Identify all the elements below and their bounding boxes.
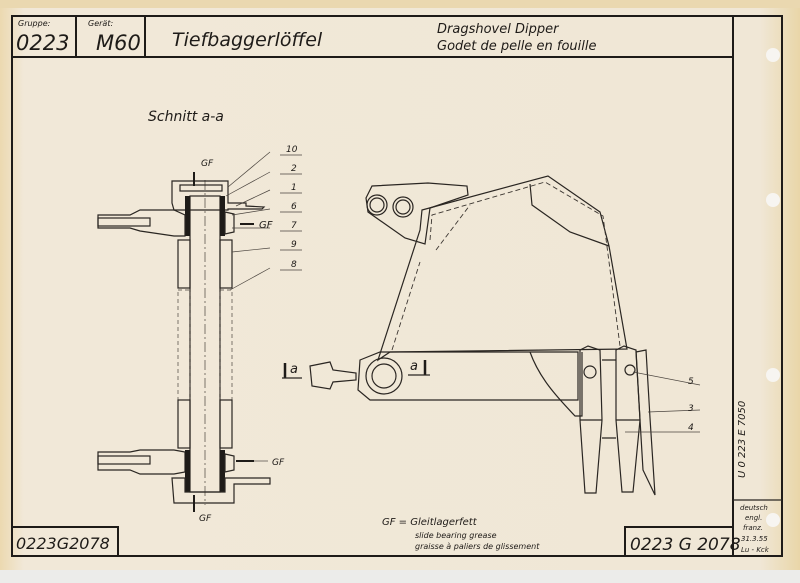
- title-english: Dragshovel Dipper: [437, 22, 560, 37]
- part-number-4: 4: [688, 423, 694, 433]
- section-mark-right: a: [408, 359, 430, 376]
- group-label: Gruppe:: [18, 19, 51, 28]
- legend-gf-german: GF = Gleitlagerfett: [382, 517, 478, 528]
- drawing-number-left: 0223G2078: [16, 534, 110, 553]
- device-label: Gerät:: [88, 19, 113, 28]
- part-number-6: 6: [291, 202, 297, 212]
- group-value: 0223: [16, 31, 69, 55]
- part-number-9: 9: [291, 240, 297, 250]
- section-mark-left: a: [282, 362, 302, 379]
- gf-label-bottom: GF: [199, 514, 212, 524]
- section-view-pin-assembly: [97, 151, 271, 512]
- legend-gf-english: slide bearing grease: [415, 531, 497, 540]
- language-deutsch: deutsch: [740, 504, 768, 512]
- side-reference-number: U 0 223 E 7050: [737, 401, 748, 478]
- section-title: Schnitt a-a: [148, 109, 224, 125]
- device-value: M60: [96, 31, 141, 55]
- drawing-number-right: 0223 G 2078: [630, 535, 741, 555]
- part-number-8: 8: [291, 260, 297, 270]
- drawing-frame: [11, 15, 783, 557]
- gf-label-top: GF: [201, 159, 214, 169]
- part-number-1: 1: [291, 183, 297, 193]
- date: 31.3.55: [741, 535, 768, 543]
- title-german: Tiefbaggerlöffel: [172, 29, 323, 51]
- language-french: franz.: [743, 524, 763, 532]
- signature: Lu - Kck: [741, 546, 770, 554]
- svg-text:a: a: [290, 362, 298, 377]
- part-number-3: 3: [688, 404, 694, 414]
- paper-top-edge: [0, 0, 800, 8]
- part-number-2: 2: [291, 164, 297, 174]
- dipper-side-view: [309, 175, 701, 496]
- view-part-numbers: 5 3 4: [688, 377, 694, 433]
- svg-text:a: a: [410, 359, 418, 374]
- language-english: engl.: [745, 514, 762, 522]
- paper-background: [0, 0, 800, 570]
- part-number-5: 5: [688, 377, 694, 387]
- gf-label-low: GF: [272, 458, 285, 468]
- section-part-numbers: 10 2 1 6 7 9 8: [280, 145, 302, 271]
- title-french: Godet de pelle en fouille: [437, 39, 596, 54]
- gf-label-mid: GF: [259, 220, 273, 231]
- part-number-7: 7: [291, 221, 297, 231]
- legend-gf-french: graisse à paliers de glissement: [415, 542, 540, 551]
- punch-holes: [766, 48, 780, 527]
- part-number-10: 10: [286, 145, 298, 155]
